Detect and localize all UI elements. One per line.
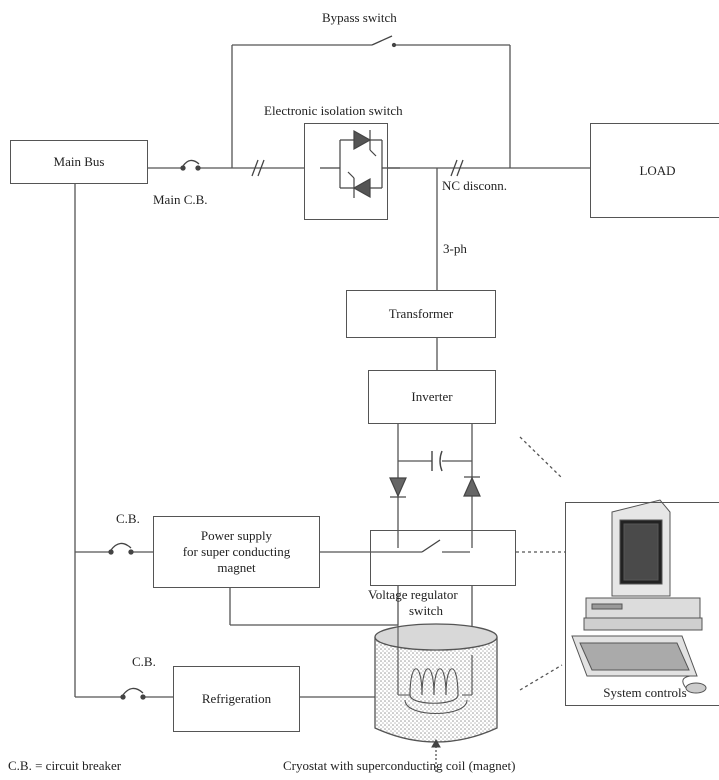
thyristor-icon — [320, 129, 400, 199]
load-box: LOAD — [590, 123, 719, 218]
inverter-label: Inverter — [411, 389, 453, 404]
load-label: LOAD — [639, 162, 676, 178]
power-cb-switch-icon — [108, 542, 134, 555]
main-cb-label: Main C.B. — [153, 192, 208, 207]
cb-refrigeration-label: C.B. — [132, 654, 156, 669]
power-supply-label-2: for super conducting — [182, 543, 291, 559]
electronic-isolation-switch-label: Electronic isolation switch — [264, 103, 403, 118]
bypass-switch-icon — [371, 35, 397, 48]
cb-power-label: C.B. — [116, 511, 140, 526]
electronic-isolation-switch-box — [304, 123, 388, 220]
capacitor-icon — [431, 450, 443, 472]
system-controls-box: System controls — [565, 502, 719, 706]
coil-icon — [397, 625, 473, 715]
power-supply-label-1: Power supply — [200, 527, 273, 543]
computer-icon — [571, 499, 707, 694]
bypass-switch-label: Bypass switch — [322, 10, 397, 25]
diode-icon — [389, 476, 481, 498]
main-bus-box: Main Bus — [10, 140, 148, 184]
cryostat-icon — [374, 623, 498, 743]
power-supply-label-3: magnet — [217, 560, 256, 576]
system-controls-label: System controls — [603, 685, 687, 700]
transformer-box: Transformer — [346, 290, 496, 338]
main-cb-switch-icon — [180, 159, 201, 171]
voltage-regulator-label-1: Voltage regulator — [368, 587, 458, 602]
three-ph-label: 3-ph — [443, 241, 467, 256]
refrigeration-label: Refrigeration — [201, 691, 272, 706]
refrigeration-box: Refrigeration — [173, 666, 300, 732]
regulator-switch-icon — [421, 539, 441, 553]
cryostat-label: Cryostat with superconducting coil (magn… — [283, 758, 516, 773]
voltage-regulator-box — [370, 530, 516, 586]
nc-disconn-label: NC disconn. — [442, 178, 507, 193]
legend-label: C.B. = circuit breaker — [8, 758, 122, 773]
refrigeration-cb-switch-icon — [120, 687, 146, 700]
power-supply-box: Power supply for super conducting magnet — [153, 516, 320, 588]
inverter-box: Inverter — [368, 370, 496, 424]
transformer-label: Transformer — [388, 306, 454, 321]
main-bus-label: Main Bus — [53, 154, 105, 169]
voltage-regulator-label-2: switch — [409, 603, 443, 618]
